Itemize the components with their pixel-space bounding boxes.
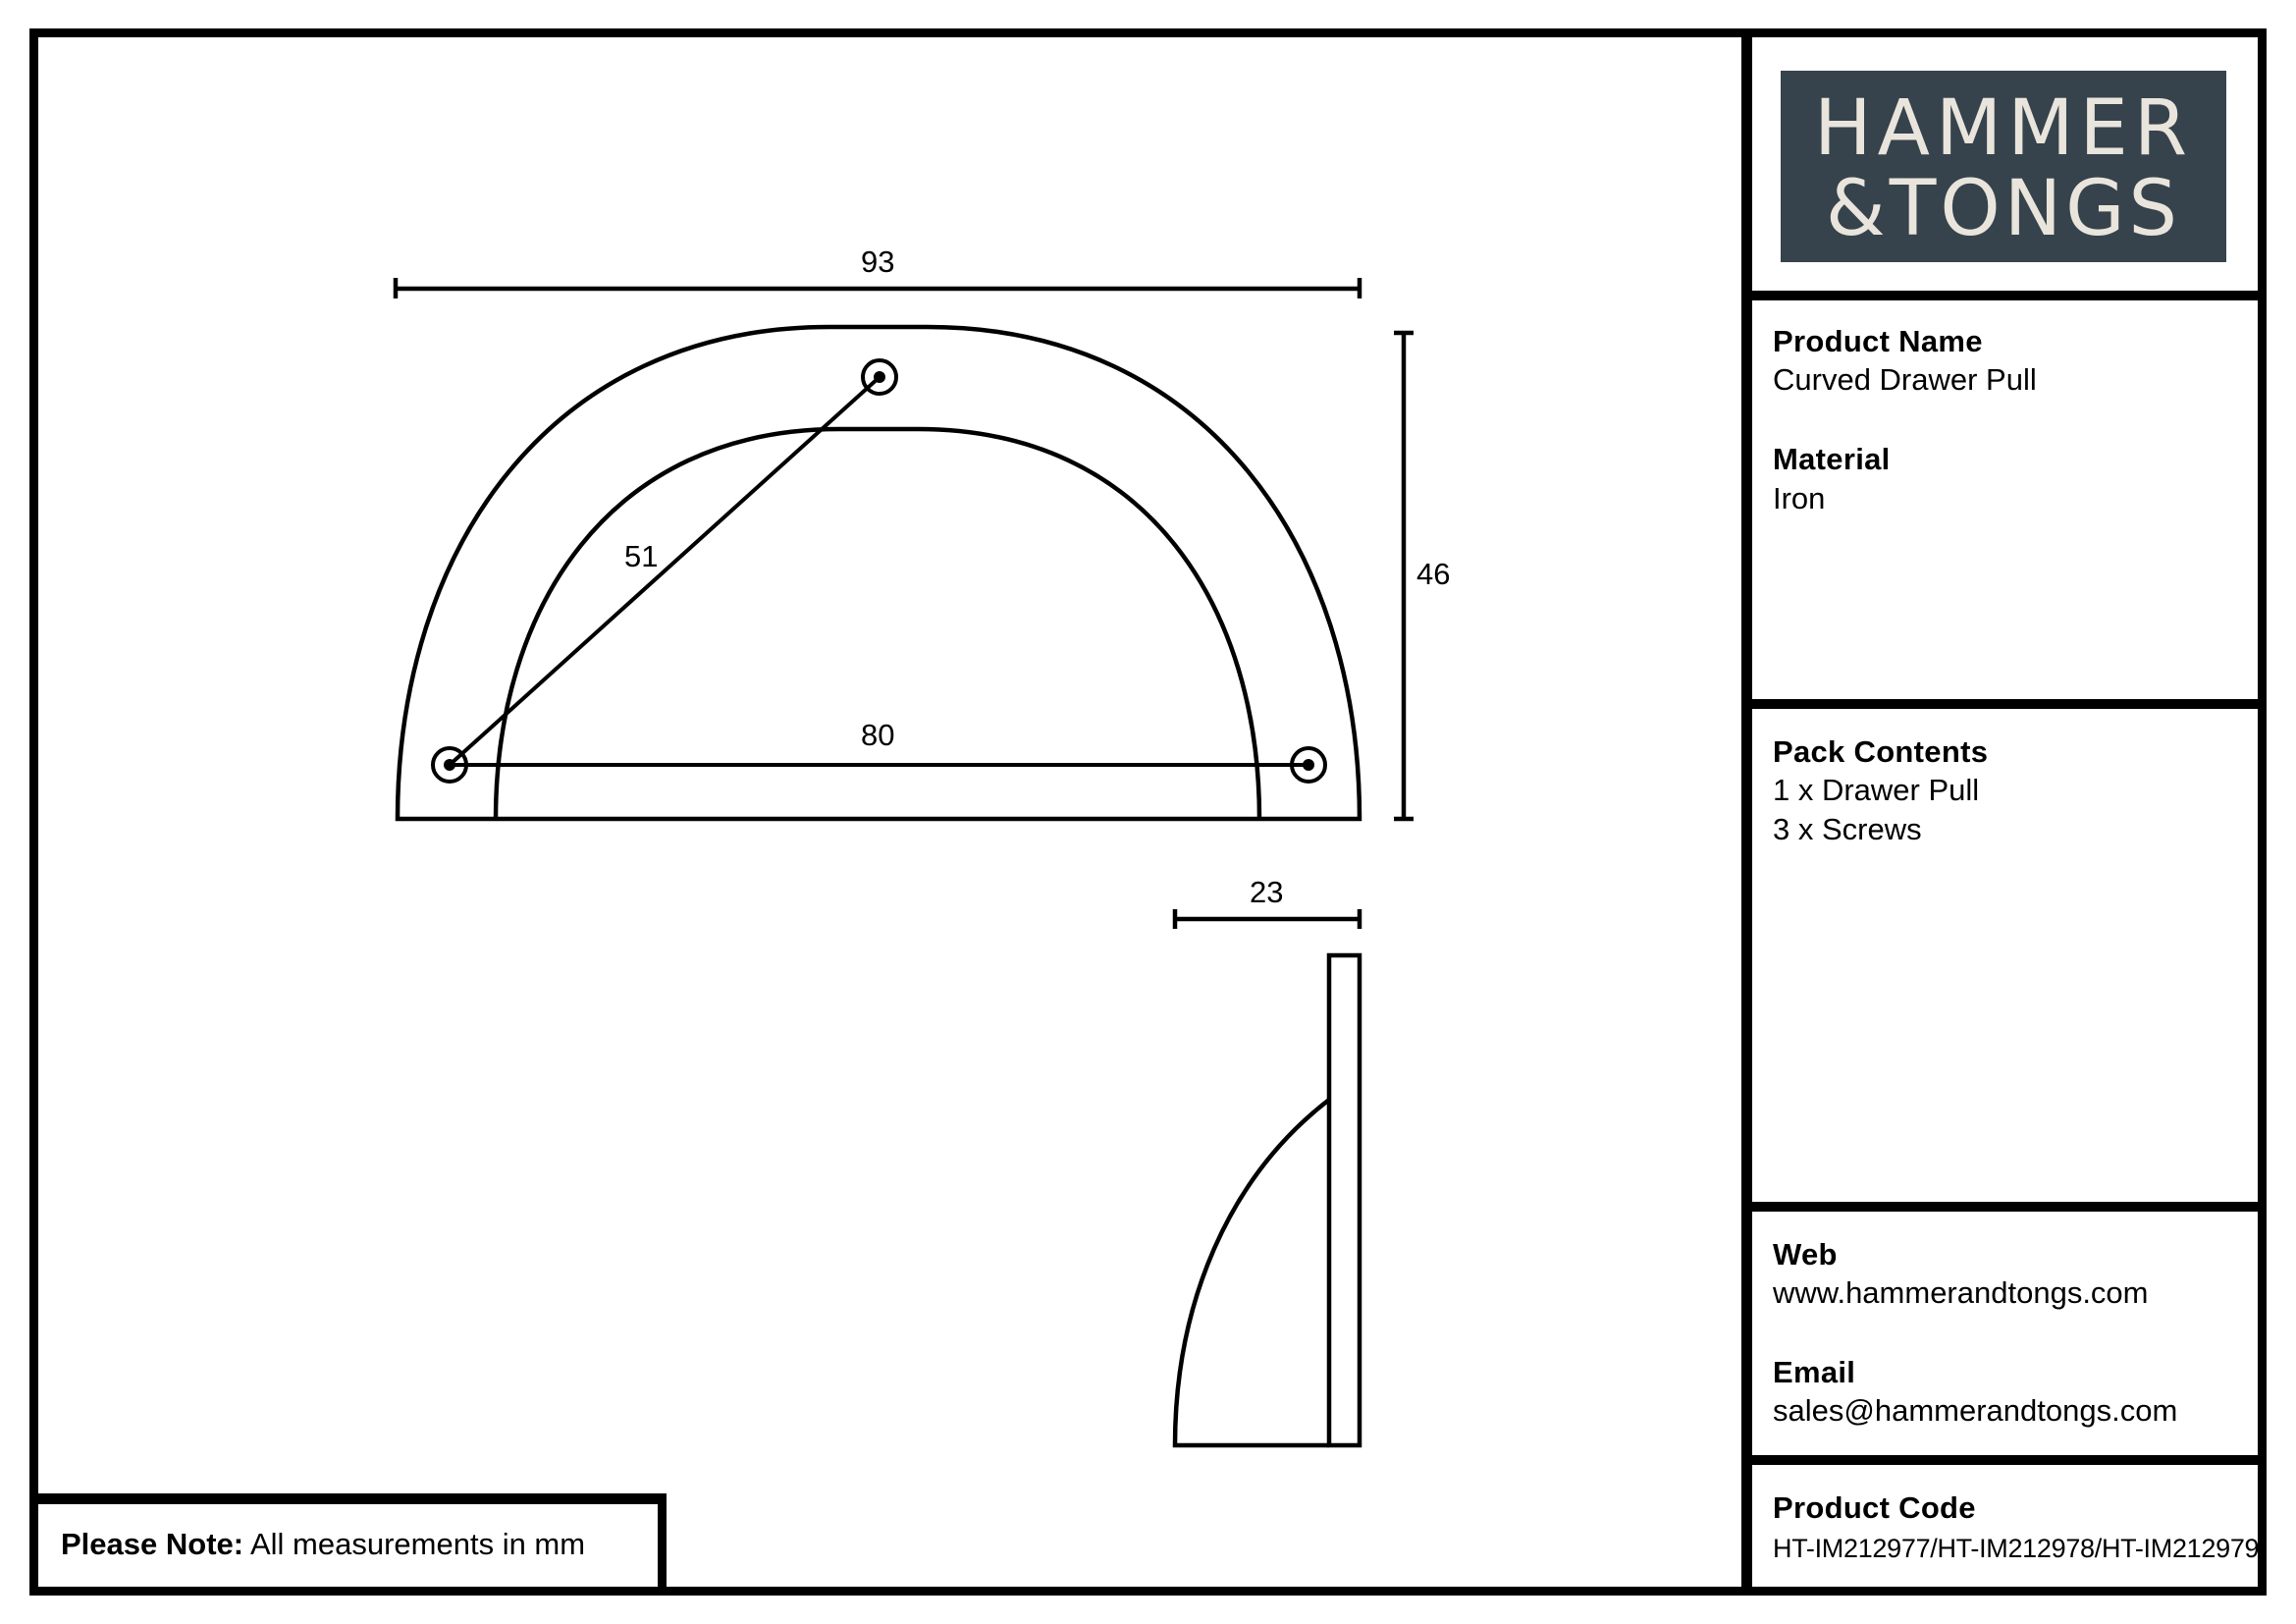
email-label: Email [1773, 1355, 1856, 1389]
material-label: Material [1773, 442, 1891, 476]
measurement-note: Please Note: All measurements in mm [61, 1527, 585, 1562]
product-name-value: Curved Drawer Pull [1773, 362, 2037, 397]
hole-spacing-51-line [448, 375, 881, 767]
email-link[interactable]: sales@hammerandtongs.com [1773, 1393, 2178, 1428]
dimension-height-46 [1394, 330, 1414, 822]
drawing-frame [29, 28, 2267, 1596]
material-section-divider [1741, 699, 2267, 709]
pull-side-profile [1172, 952, 1362, 1448]
pack-contents-item: 3 x Screws [1773, 812, 1922, 846]
pack-contents-item: 1 x Drawer Pull [1773, 773, 1980, 807]
logo-line-hammer: HAMMER [1813, 84, 2194, 173]
web-link[interactable]: www.hammerandtongs.com [1773, 1275, 2149, 1310]
screw-hole-right [1290, 746, 1327, 784]
note-label: Please Note: [61, 1527, 244, 1561]
screw-hole-top [861, 358, 898, 396]
dimension-label-93: 93 [861, 244, 895, 279]
logo-section-divider [1741, 291, 2267, 300]
contact-section-divider [1741, 1455, 2267, 1465]
note-box-right-border [658, 1493, 667, 1596]
brand-logo: HAMMER &TONGS [1781, 71, 2226, 262]
screw-hole-left [431, 746, 468, 784]
pull-outer-outline [395, 324, 1362, 822]
pack-section-divider [1741, 1202, 2267, 1212]
dimension-label-46: 46 [1416, 557, 1451, 591]
dimension-width-93 [393, 278, 1362, 298]
product-name-label: Product Name [1773, 324, 1983, 358]
pack-contents-label: Pack Contents [1773, 734, 1989, 769]
dimension-label-23: 23 [1250, 875, 1284, 909]
product-code-label: Product Code [1773, 1490, 1976, 1525]
product-code-value: HT-IM212977/HT-IM212978/HT-IM212979 [1773, 1534, 2260, 1563]
dimension-depth-23 [1172, 909, 1362, 929]
note-text: All measurements in mm [249, 1527, 586, 1561]
logo-line-tongs: &TONGS [1825, 165, 2182, 253]
title-block-divider [1741, 28, 1752, 1596]
dimension-label-51: 51 [624, 539, 659, 573]
pull-inner-outline [493, 426, 1262, 820]
material-value: Iron [1773, 481, 1826, 515]
web-label: Web [1773, 1237, 1838, 1272]
dimension-label-80: 80 [861, 718, 895, 752]
note-box-top-border [29, 1493, 666, 1504]
